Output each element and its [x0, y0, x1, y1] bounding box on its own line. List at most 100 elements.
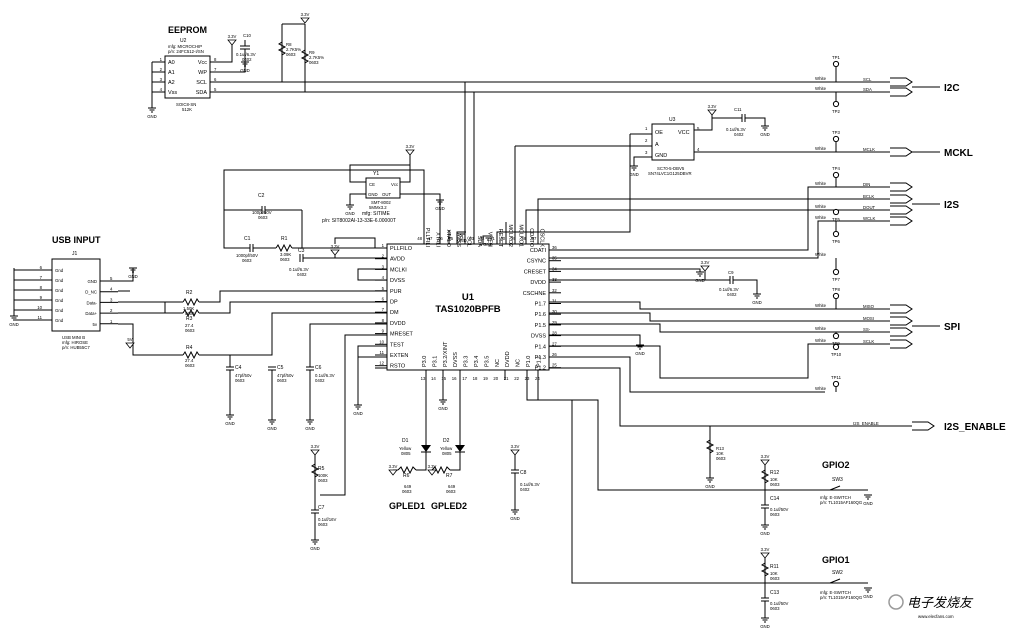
c2-package: 0603 — [258, 215, 268, 220]
j1-pin-name: Gnd — [55, 308, 64, 313]
r12-ref: R12 — [770, 470, 779, 476]
u1-mreset-wire — [320, 334, 387, 496]
u3-body — [651, 123, 695, 161]
ground-label: GND — [435, 206, 445, 211]
net-label-dout: DOUT — [863, 205, 876, 210]
u3-pin5-num: 5 — [697, 126, 700, 131]
r9-value: 2.7K5% — [309, 55, 324, 60]
r6-value: 649 — [404, 484, 412, 489]
u2-body — [164, 55, 211, 99]
u1-pin-number: 17 — [462, 376, 467, 381]
u1-pin-name: PUR — [390, 289, 402, 295]
d1-ref: D1 — [402, 438, 409, 444]
test-point-icon — [832, 230, 840, 238]
net-pur — [199, 290, 387, 303]
u1-pin-number: 18 — [473, 376, 478, 381]
i2s-output: DIN BCLK DOUT WCLK I2S — [525, 182, 959, 259]
capacitor-c9: C9 0.1uf/6.3V 0402 — [719, 270, 758, 297]
usb-connector-j1: USB INPUT J1 6Gnd7Gnd8Gnd9Gnd10Gnd11Gnd5… — [13, 235, 183, 356]
r6-ref: R6 — [403, 473, 410, 479]
u1-ref: U1 — [462, 292, 475, 303]
spi-connector-sclk — [890, 339, 913, 349]
u3-pin1-num: 1 — [645, 126, 648, 131]
u1-pin-number: 25 — [552, 363, 557, 368]
power-3v3-label: 3.3V — [701, 260, 710, 265]
c8-ref: C8 — [520, 470, 527, 476]
net-mosi — [549, 312, 862, 322]
y1-body — [365, 177, 401, 199]
u1-pin-number: 30 — [552, 309, 557, 314]
u1-pin-name: DVSS — [390, 278, 405, 284]
u1-pin-name: MCLKO2 — [507, 224, 513, 247]
c3-package: 0402 — [297, 272, 307, 277]
c8-package: 0402 — [520, 487, 530, 492]
sw3-ref: SW3 — [832, 477, 843, 483]
test-point-label: TP9 — [832, 341, 840, 346]
capacitor-c5: C5 47pf/50v 0603 — [268, 365, 294, 420]
y1-part-number: p/n: SIT8002AI-13-33E-6.00000T — [322, 218, 396, 224]
c5-package: 0603 — [277, 378, 287, 383]
watermark: 电子发烧友 www.elecfans.com — [888, 594, 974, 619]
net-ss — [549, 323, 862, 333]
j1-pin-name: Gnd — [55, 268, 64, 273]
mckl-bus-label: MCKL — [944, 148, 973, 159]
power-symbols: 3.3V3.3V3.3V3.3V3.3V3.3V3.3V3.3V3.3V3.3V… — [9, 12, 873, 629]
net-label-scl: SCL — [863, 77, 872, 82]
u2-pin-name: A1 — [168, 70, 175, 76]
u1-oe-wire — [496, 134, 631, 244]
c2-value: 100pf/50V — [252, 210, 272, 215]
capacitor-c3: C3 0.1uf/6.3V 0402 — [289, 248, 335, 277]
y1-pin-out: OUT — [382, 192, 391, 197]
r9-package: 0603 — [309, 60, 319, 65]
test-point-color: White — [815, 303, 827, 308]
power-3v3-icon — [227, 39, 237, 46]
ground-label: GND — [863, 501, 873, 506]
u1-pin-name: CDATO — [528, 228, 534, 247]
j1-pin-number: 3 — [110, 297, 113, 302]
u1-pin-name: MCLKI — [390, 267, 407, 273]
j1-mfg: mfg: HIROSE — [62, 340, 88, 345]
u3-pin-vcc: VCC — [678, 130, 690, 136]
u1-pin-name: AVSS — [455, 233, 461, 248]
led-d1: D1 Yellow 0805 R6 649 0603 GPLED1 — [389, 370, 431, 511]
net-label-mosi: MOSI — [863, 316, 874, 321]
test-point-label: TP11 — [831, 375, 842, 380]
j1-5v-wire — [118, 323, 183, 356]
test-point-label: TP2 — [832, 109, 840, 114]
test-point-icon — [832, 332, 840, 340]
u1-pin-number: 39 — [511, 236, 516, 241]
net-label-miso: MISO — [863, 304, 875, 309]
u1-pin-number: 27 — [552, 341, 557, 346]
d1-color: Yellow — [399, 446, 412, 451]
j1-pin-number: 11 — [38, 315, 43, 320]
u1-p11-wire — [537, 370, 868, 584]
y1-size: 5MMx3.2 — [369, 205, 387, 210]
ground-label: GND — [147, 114, 157, 119]
u1-body — [386, 243, 550, 371]
r4-value: 27.4 — [185, 358, 194, 363]
c3-ref: C3 — [298, 248, 305, 254]
u1-pin-number: 47 — [428, 236, 433, 241]
r3-package: 0603 — [185, 328, 195, 333]
d2-package: 0805 — [442, 451, 452, 456]
u2-pin-name: A2 — [168, 80, 175, 86]
ground-label: GND — [760, 624, 770, 629]
test-point-label: TP10 — [831, 352, 842, 357]
led-d2: D2 Yellow 0805 R7 649 0603 GPLED2 — [431, 370, 467, 511]
r8-zigzag — [277, 41, 287, 56]
u1-pin-number: 36 — [552, 245, 557, 250]
resistor-r8: R8 2.7K5% 0603 — [277, 24, 301, 82]
c4-ref: C4 — [235, 365, 242, 371]
u1-pin-name: EXTEN — [390, 353, 408, 359]
test-point-icon — [832, 171, 840, 179]
r11-value: 10K — [770, 571, 778, 576]
test-point-icon — [832, 292, 840, 300]
power-3v3-icon — [760, 552, 770, 559]
c13-ref: C13 — [770, 590, 779, 596]
u1-pin-name: MCLKO1 — [518, 224, 524, 247]
u1-p13-wire — [549, 356, 825, 393]
u1-pin-number: 21 — [504, 376, 509, 381]
d2-to-r7 — [450, 452, 461, 471]
ground-label: GND — [695, 278, 705, 283]
